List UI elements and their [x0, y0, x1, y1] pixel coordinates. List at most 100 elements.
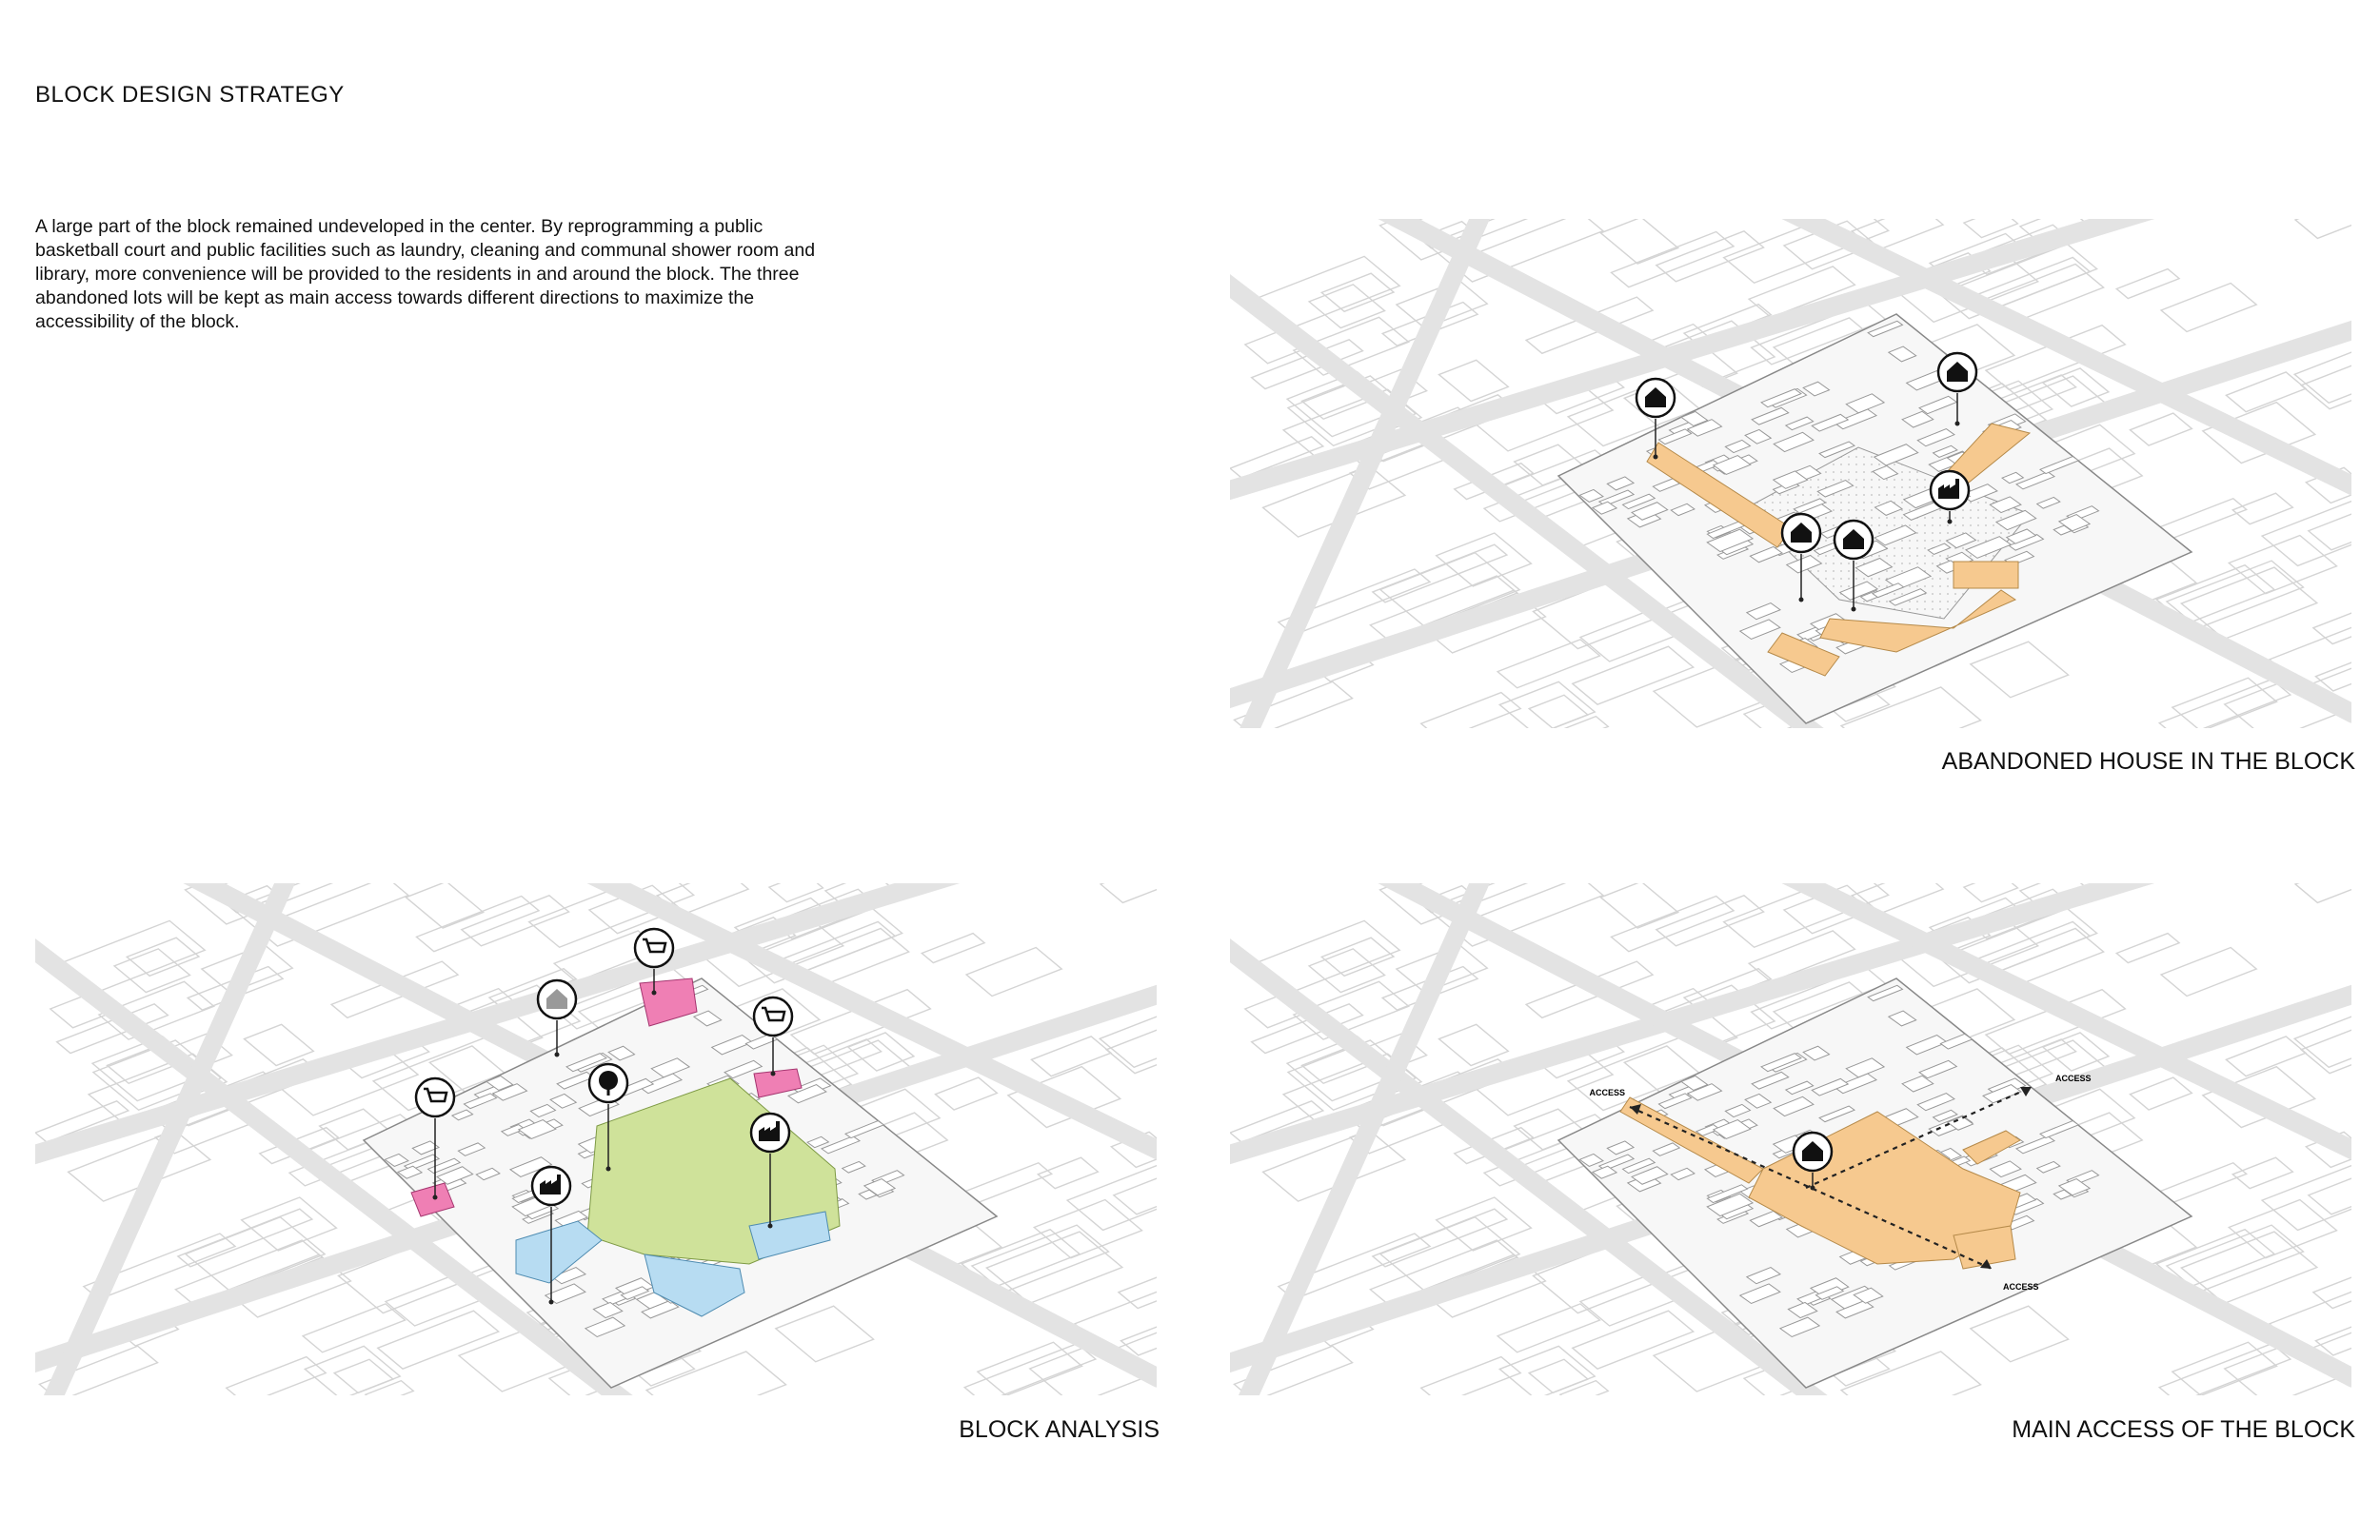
- house-block: [1964, 536, 2013, 559]
- abandoned-lot: [1819, 589, 2017, 653]
- map-main-access: ACCESS ACCESS ACCESS: [1230, 883, 2351, 1395]
- house-block: [1887, 346, 1917, 363]
- axonometric-map: [35, 883, 1157, 1395]
- house-block: [1854, 557, 1894, 578]
- access-lot: [1962, 1130, 2021, 1165]
- house-block: [435, 1166, 474, 1185]
- house-block: [1818, 1105, 1856, 1123]
- map-abandoned-house: [1230, 219, 2351, 728]
- house-block: [1738, 1283, 1781, 1305]
- house-block: [1657, 1093, 1693, 1110]
- house-block: [584, 1316, 626, 1338]
- public-facility: [515, 1220, 603, 1284]
- house-block: [1749, 545, 1784, 563]
- house-block: [2015, 1135, 2056, 1155]
- house-block: [1759, 1053, 1802, 1073]
- house-block: [692, 1010, 723, 1027]
- house-block: [1778, 1316, 1821, 1338]
- house-block: [1621, 1157, 1656, 1175]
- house-block: [1927, 543, 1952, 556]
- house-block: [1591, 501, 1618, 515]
- house-block: [787, 1084, 827, 1104]
- house-block: [1744, 1093, 1773, 1109]
- house-block: [1916, 1093, 1955, 1112]
- road: [1238, 883, 1490, 1395]
- road: [1230, 938, 1828, 1395]
- factory-icon: [749, 1112, 791, 1154]
- house-block: [620, 1286, 650, 1300]
- house-block: [1744, 428, 1773, 444]
- house-block: [1686, 1083, 1723, 1101]
- access-label: ACCESS: [2003, 1282, 2039, 1292]
- house-block: [1887, 1010, 1917, 1027]
- house-block: [1901, 410, 1934, 428]
- cart-icon: [414, 1076, 456, 1118]
- house-block: [805, 1135, 830, 1149]
- house-block: [1745, 1266, 1782, 1285]
- house-block: [486, 1075, 514, 1092]
- house-block: [607, 1045, 636, 1061]
- house-block: [550, 1266, 587, 1285]
- cart-icon: [633, 927, 675, 969]
- tree-icon: [587, 1062, 629, 1104]
- house-icon-grey: [536, 978, 578, 1020]
- house-block: [2015, 471, 2056, 490]
- public-facility: [644, 1254, 745, 1317]
- house-block: [1932, 1109, 1958, 1122]
- house-block: [1811, 1077, 1850, 1096]
- house-block: [475, 1167, 501, 1181]
- house-block: [1630, 1166, 1669, 1185]
- house-block: [1606, 1140, 1636, 1155]
- abandoned-lot: [1767, 632, 1840, 677]
- page-title: BLOCK DESIGN STRATEGY: [35, 82, 345, 108]
- house-block: [1802, 1045, 1831, 1061]
- house-block: [1802, 381, 1831, 397]
- house-block: [2005, 528, 2037, 544]
- house-block: [508, 1156, 553, 1178]
- house-block: [1578, 1153, 1604, 1167]
- house-block: [554, 1210, 589, 1228]
- house-block: [1724, 439, 1752, 454]
- house-block: [1932, 444, 1958, 458]
- house-block: [2057, 513, 2092, 532]
- house-block: [1652, 1142, 1681, 1156]
- house-block: [863, 1177, 897, 1196]
- house-block: [565, 1053, 607, 1073]
- house-block: [1657, 428, 1693, 445]
- house-block: [384, 1153, 409, 1167]
- house-block: [2035, 1160, 2061, 1174]
- description-text: A large part of the block remained undev…: [35, 216, 816, 332]
- caption-main-access: MAIN ACCESS OF THE BLOCK: [2012, 1416, 2355, 1443]
- house-block: [396, 1165, 424, 1179]
- caption-abandoned-house: ABANDONED HOUSE IN THE BLOCK: [1941, 748, 2355, 775]
- house-block: [1630, 502, 1669, 521]
- house-block: [1759, 388, 1802, 408]
- house-block: [1751, 1071, 1790, 1090]
- road: [1781, 883, 2351, 1160]
- house-block: [1872, 464, 1899, 481]
- house-block: [1670, 503, 1696, 517]
- house-block: [2000, 471, 2025, 484]
- house-block: [1916, 428, 1955, 447]
- house-block: [1773, 431, 1815, 453]
- house-block: [1888, 588, 1928, 606]
- house-block: [2038, 1119, 2080, 1139]
- road: [1240, 219, 1490, 728]
- house-block: [2057, 1177, 2092, 1196]
- house-block: [1773, 1096, 1815, 1117]
- house-block: [1706, 528, 1755, 553]
- house-block: [1772, 470, 1809, 489]
- house-block: [450, 1109, 474, 1121]
- house-block: [1939, 1033, 1973, 1050]
- house-block: [1989, 1160, 2022, 1178]
- house-block: [1787, 1301, 1818, 1319]
- house-icon: [1780, 512, 1822, 554]
- house-block: [1867, 984, 1904, 1002]
- house-icon: [1635, 377, 1676, 419]
- axonometric-map: [1230, 219, 2351, 728]
- house-block: [1946, 1116, 1974, 1131]
- road: [43, 883, 295, 1395]
- house-block: [1751, 406, 1790, 425]
- house-icon: [1833, 519, 1874, 561]
- house-block: [724, 1059, 764, 1079]
